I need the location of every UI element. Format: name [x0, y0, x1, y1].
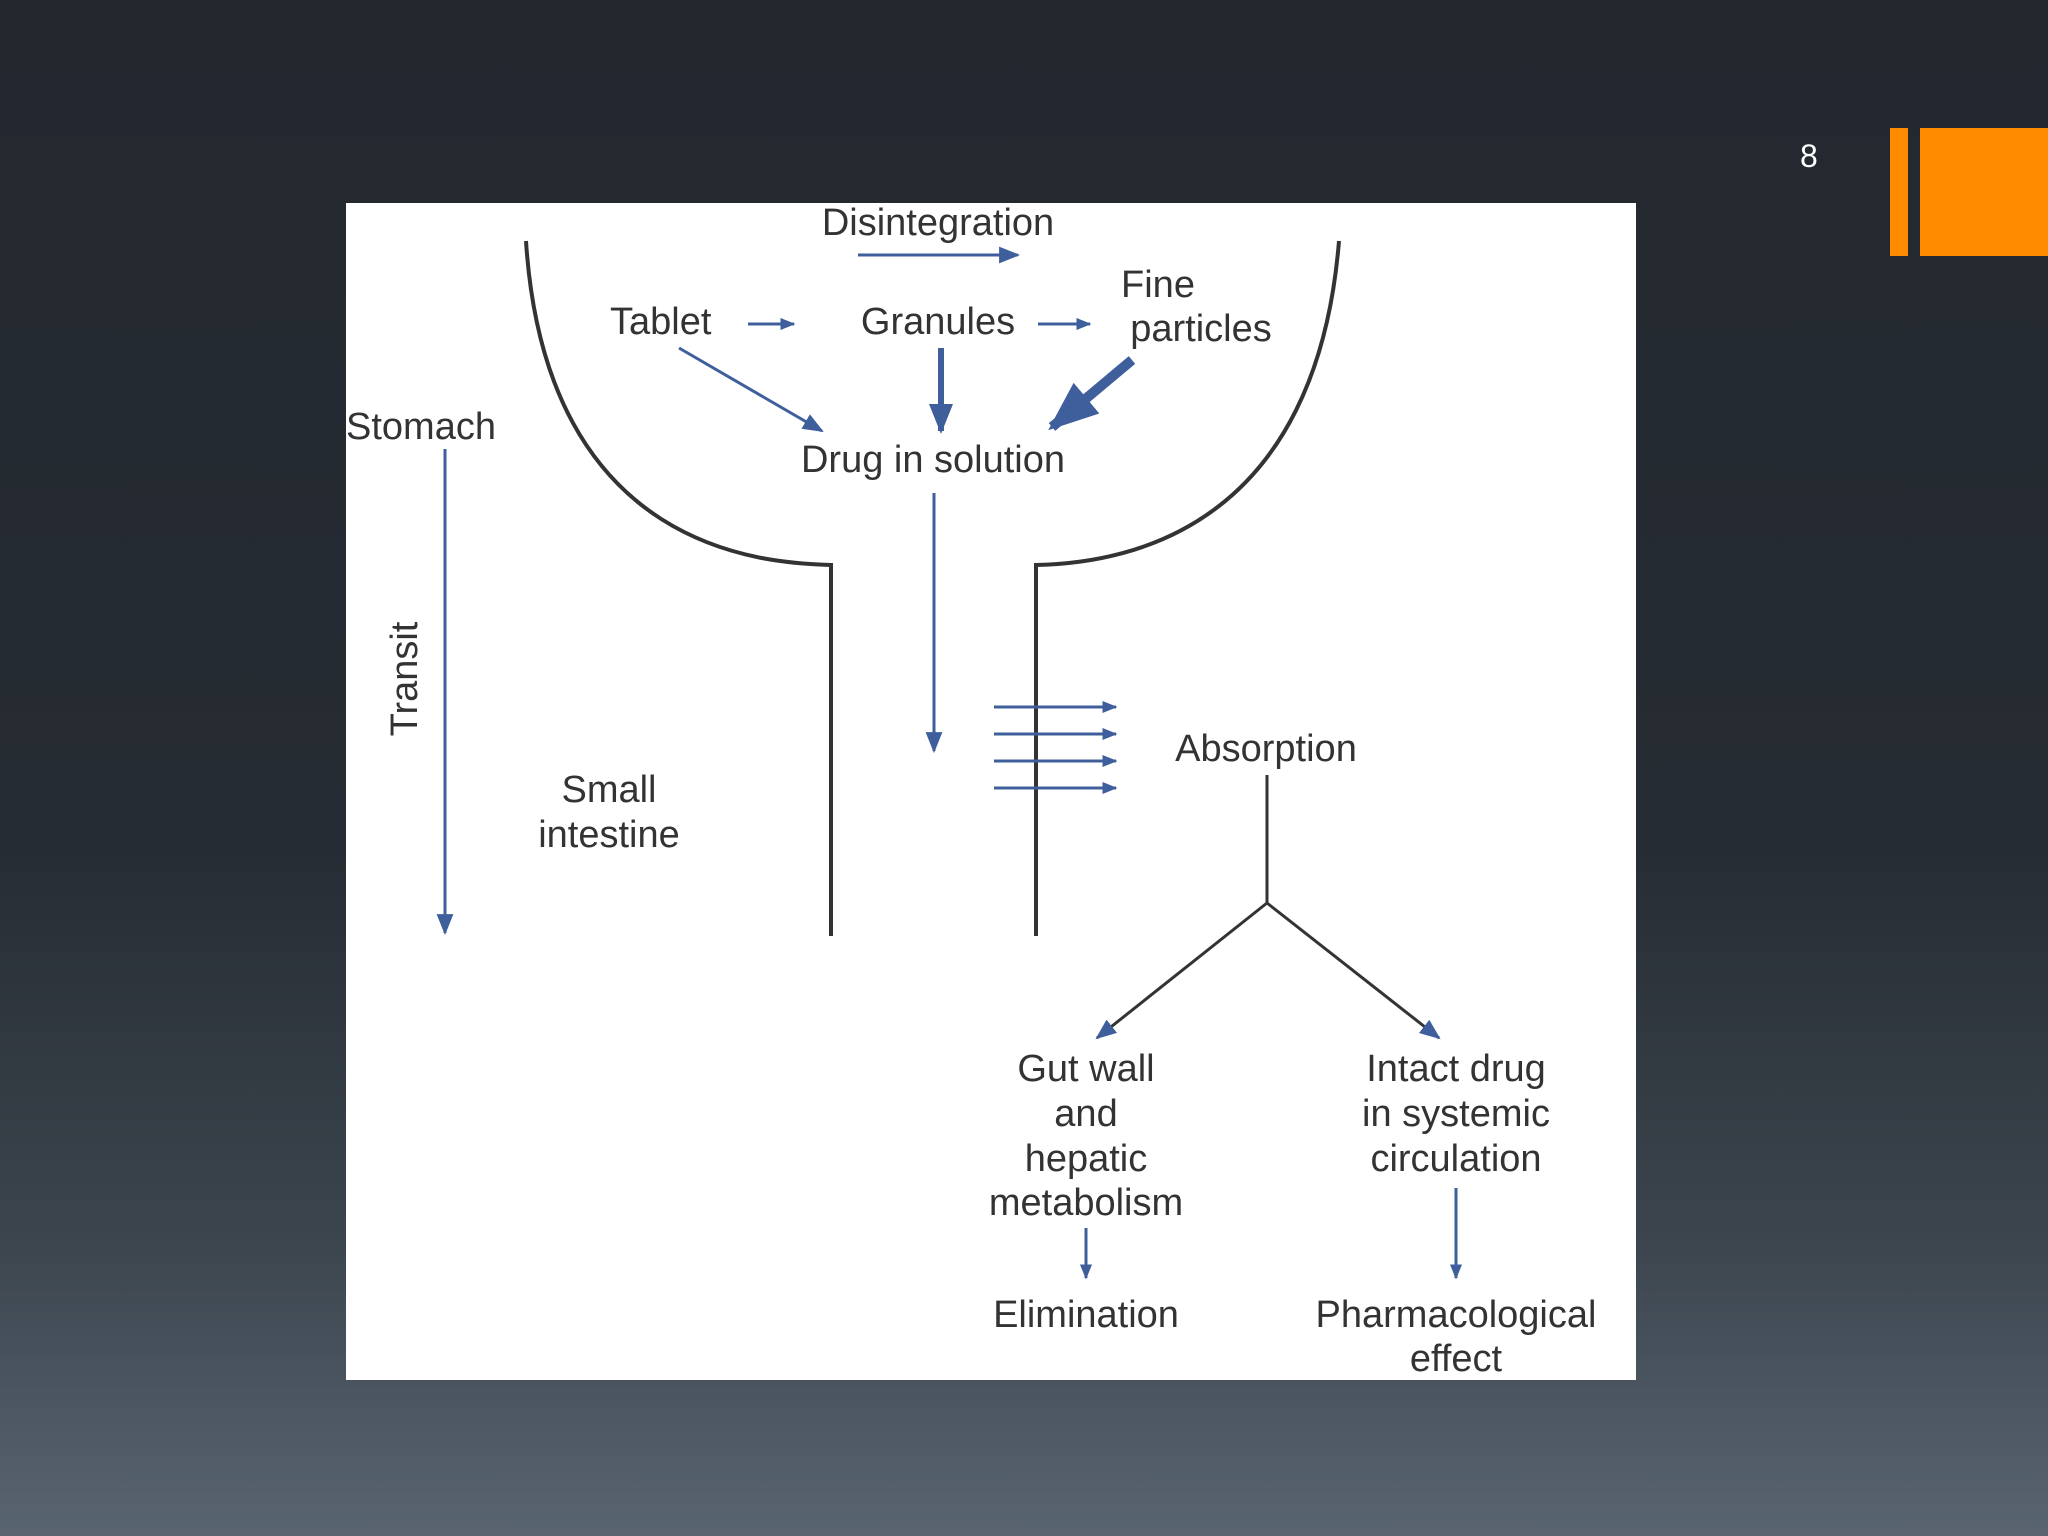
label-circulation: circulation — [1370, 1138, 1541, 1180]
label-effect: effect — [1410, 1338, 1503, 1380]
label-disintegration: Disintegration — [822, 203, 1054, 244]
branch-right-arrow — [1266, 901, 1441, 1040]
tablet-solution-arrow — [678, 346, 824, 433]
label-tablet: Tablet — [610, 301, 712, 343]
label-in-systemic: in systemic — [1362, 1093, 1550, 1135]
label-hepatic: hepatic — [1025, 1138, 1148, 1180]
label-pharmacological: Pharmacological — [1316, 1294, 1597, 1336]
label-absorption: Absorption — [1175, 728, 1357, 770]
label-gut-wall: Gut wall — [1017, 1048, 1154, 1090]
label-elimination: Elimination — [993, 1294, 1179, 1336]
fine-solution-arrow — [1048, 356, 1136, 431]
label-fine: Fine — [1121, 264, 1195, 306]
label-particles: particles — [1130, 308, 1272, 350]
label-small: Small — [561, 769, 656, 811]
label-and: and — [1054, 1093, 1117, 1135]
label-granules: Granules — [861, 301, 1015, 343]
accent-bar-thin — [1890, 128, 1908, 256]
stomach-wall-left — [524, 240, 833, 936]
branch-left-arrow — [1095, 901, 1268, 1040]
slide-number: 8 — [1800, 138, 1818, 174]
drug-absorption-diagram: Disintegration Tablet Granules Fine part… — [346, 203, 1636, 1380]
label-metabolism: metabolism — [989, 1182, 1183, 1224]
label-transit: Transit — [384, 621, 426, 736]
label-intact-drug: Intact drug — [1366, 1048, 1546, 1090]
label-drug-in-solution: Drug in solution — [801, 439, 1065, 481]
stomach-wall-right — [1034, 240, 1341, 936]
label-stomach: Stomach — [346, 406, 496, 448]
accent-bar-block — [1920, 128, 2048, 256]
label-intestine: intestine — [538, 814, 680, 856]
